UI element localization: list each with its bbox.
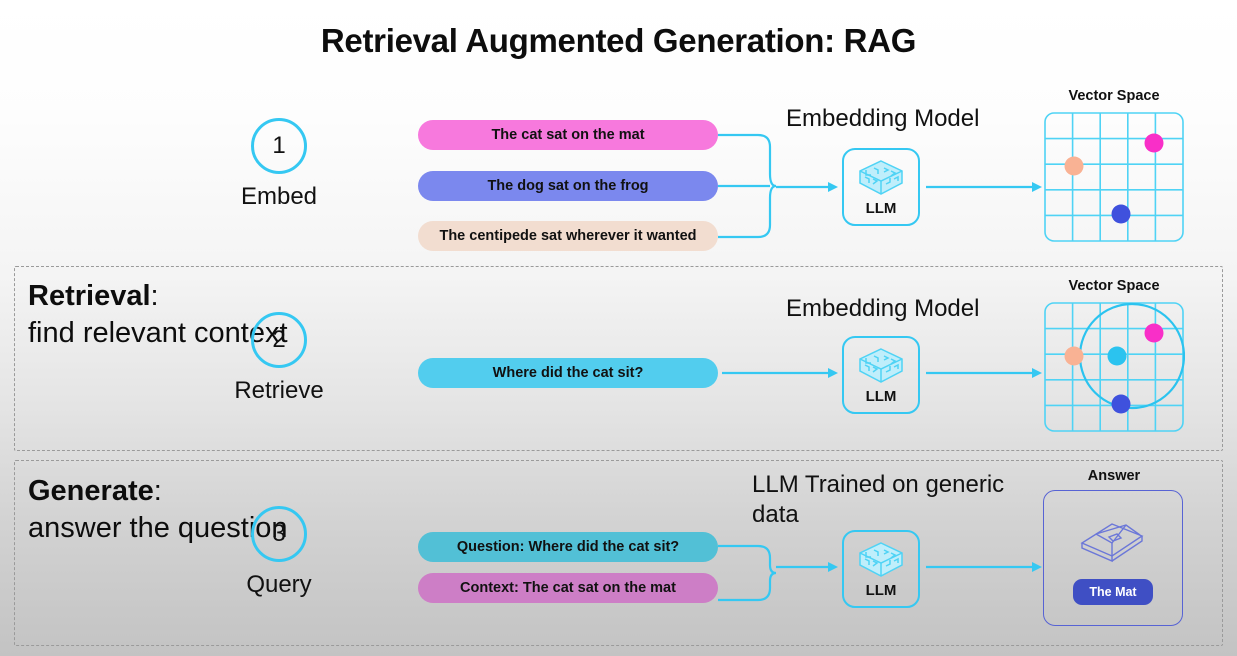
answer-block: Answer The Mat	[1043, 468, 1185, 626]
vector-space-2-points	[1064, 323, 1164, 414]
section-caption-retrieval-strong: Retrieval	[28, 280, 151, 312]
connector-arrow-to-llm-1	[776, 180, 840, 194]
llm-cube-icon	[857, 540, 905, 580]
answer-title: Answer	[1087, 468, 1141, 484]
step-indicator-3: 3 Query	[204, 506, 354, 599]
connector-bracket-embed	[718, 126, 776, 246]
connector-arrow-query-to-llm-2	[722, 366, 840, 380]
connector-arrow-to-llm-3	[776, 560, 840, 574]
section-caption-colon: :	[153, 475, 162, 507]
model-label-generate: LLM Trained on generic data	[752, 471, 1005, 528]
point-query-embedding	[1107, 346, 1127, 366]
step-label-3: Query	[246, 571, 312, 598]
section-caption-colon: :	[150, 280, 159, 312]
point-cat-embedding	[1144, 133, 1164, 153]
answer-card: The Mat	[1043, 490, 1183, 626]
llm-box-1: LLM	[842, 148, 920, 226]
section-caption-generate-rest: answer the question	[28, 512, 288, 544]
llm-cube-icon	[857, 346, 905, 386]
retrieval-highlight-circle	[1078, 302, 1185, 410]
vector-space-2-title: Vector Space	[1068, 278, 1160, 294]
llm-box-2: LLM	[842, 336, 920, 414]
point-centipede-embedding	[1064, 346, 1084, 366]
document-pill-cat: The cat sat on the mat	[418, 120, 718, 150]
answer-value-pill: The Mat	[1073, 579, 1153, 605]
vector-space-2: Vector Space	[1043, 278, 1185, 433]
section-box-generate	[14, 460, 1223, 646]
step-number-1: 1	[251, 118, 307, 174]
vector-space-1: Vector Space	[1043, 88, 1185, 243]
connector-bracket-generate	[718, 538, 776, 608]
connector-arrow-llm-to-vectorspace-1	[926, 180, 1044, 194]
step-number-3: 3	[251, 506, 307, 562]
vector-space-1-points	[1064, 133, 1164, 224]
step-indicator-2: 2 Retrieve	[204, 312, 354, 405]
query-pill: Where did the cat sit?	[418, 358, 718, 388]
context-pill: Context: The cat sat on the mat	[418, 573, 718, 603]
question-pill: Question: Where did the cat sit?	[418, 532, 718, 562]
mat-isometric-icon	[1076, 511, 1150, 569]
point-dog-embedding	[1111, 394, 1131, 414]
step-indicator-1: 1 Embed	[204, 118, 354, 211]
model-label-retrieve: Embedding Model	[786, 295, 980, 322]
vector-space-1-title: Vector Space	[1068, 88, 1160, 104]
section-caption-generate: Generate: answer the question	[28, 473, 298, 547]
step-label-2: Retrieve	[234, 377, 324, 404]
llm-box-label: LLM	[865, 387, 897, 405]
model-label-embed: Embedding Model	[786, 105, 980, 132]
step-label-1: Embed	[240, 183, 318, 210]
document-pill-dog: The dog sat on the frog	[418, 171, 718, 201]
connector-arrow-llm-to-answer	[926, 560, 1044, 574]
vector-space-2-grid	[1044, 302, 1185, 432]
llm-box-label: LLM	[865, 199, 897, 217]
llm-box-3: LLM	[842, 530, 920, 608]
section-caption-retrieval-rest: find relevant context	[28, 317, 288, 349]
point-cat-embedding	[1144, 323, 1164, 343]
section-box-retrieval	[14, 266, 1223, 451]
point-dog-embedding	[1111, 204, 1131, 224]
llm-box-label: LLM	[865, 581, 897, 599]
section-caption-retrieval: Retrieval: find relevant context	[28, 278, 298, 352]
vector-space-1-grid	[1044, 112, 1184, 242]
section-caption-generate-strong: Generate	[28, 475, 154, 507]
document-pill-centipede: The centipede sat wherever it wanted	[418, 221, 718, 251]
point-centipede-embedding	[1064, 156, 1084, 176]
llm-cube-icon	[857, 158, 905, 198]
connector-arrow-llm-to-vectorspace-2	[926, 366, 1044, 380]
page-title: Retrieval Augmented Generation: RAG	[320, 22, 917, 59]
step-number-2: 2	[251, 312, 307, 368]
